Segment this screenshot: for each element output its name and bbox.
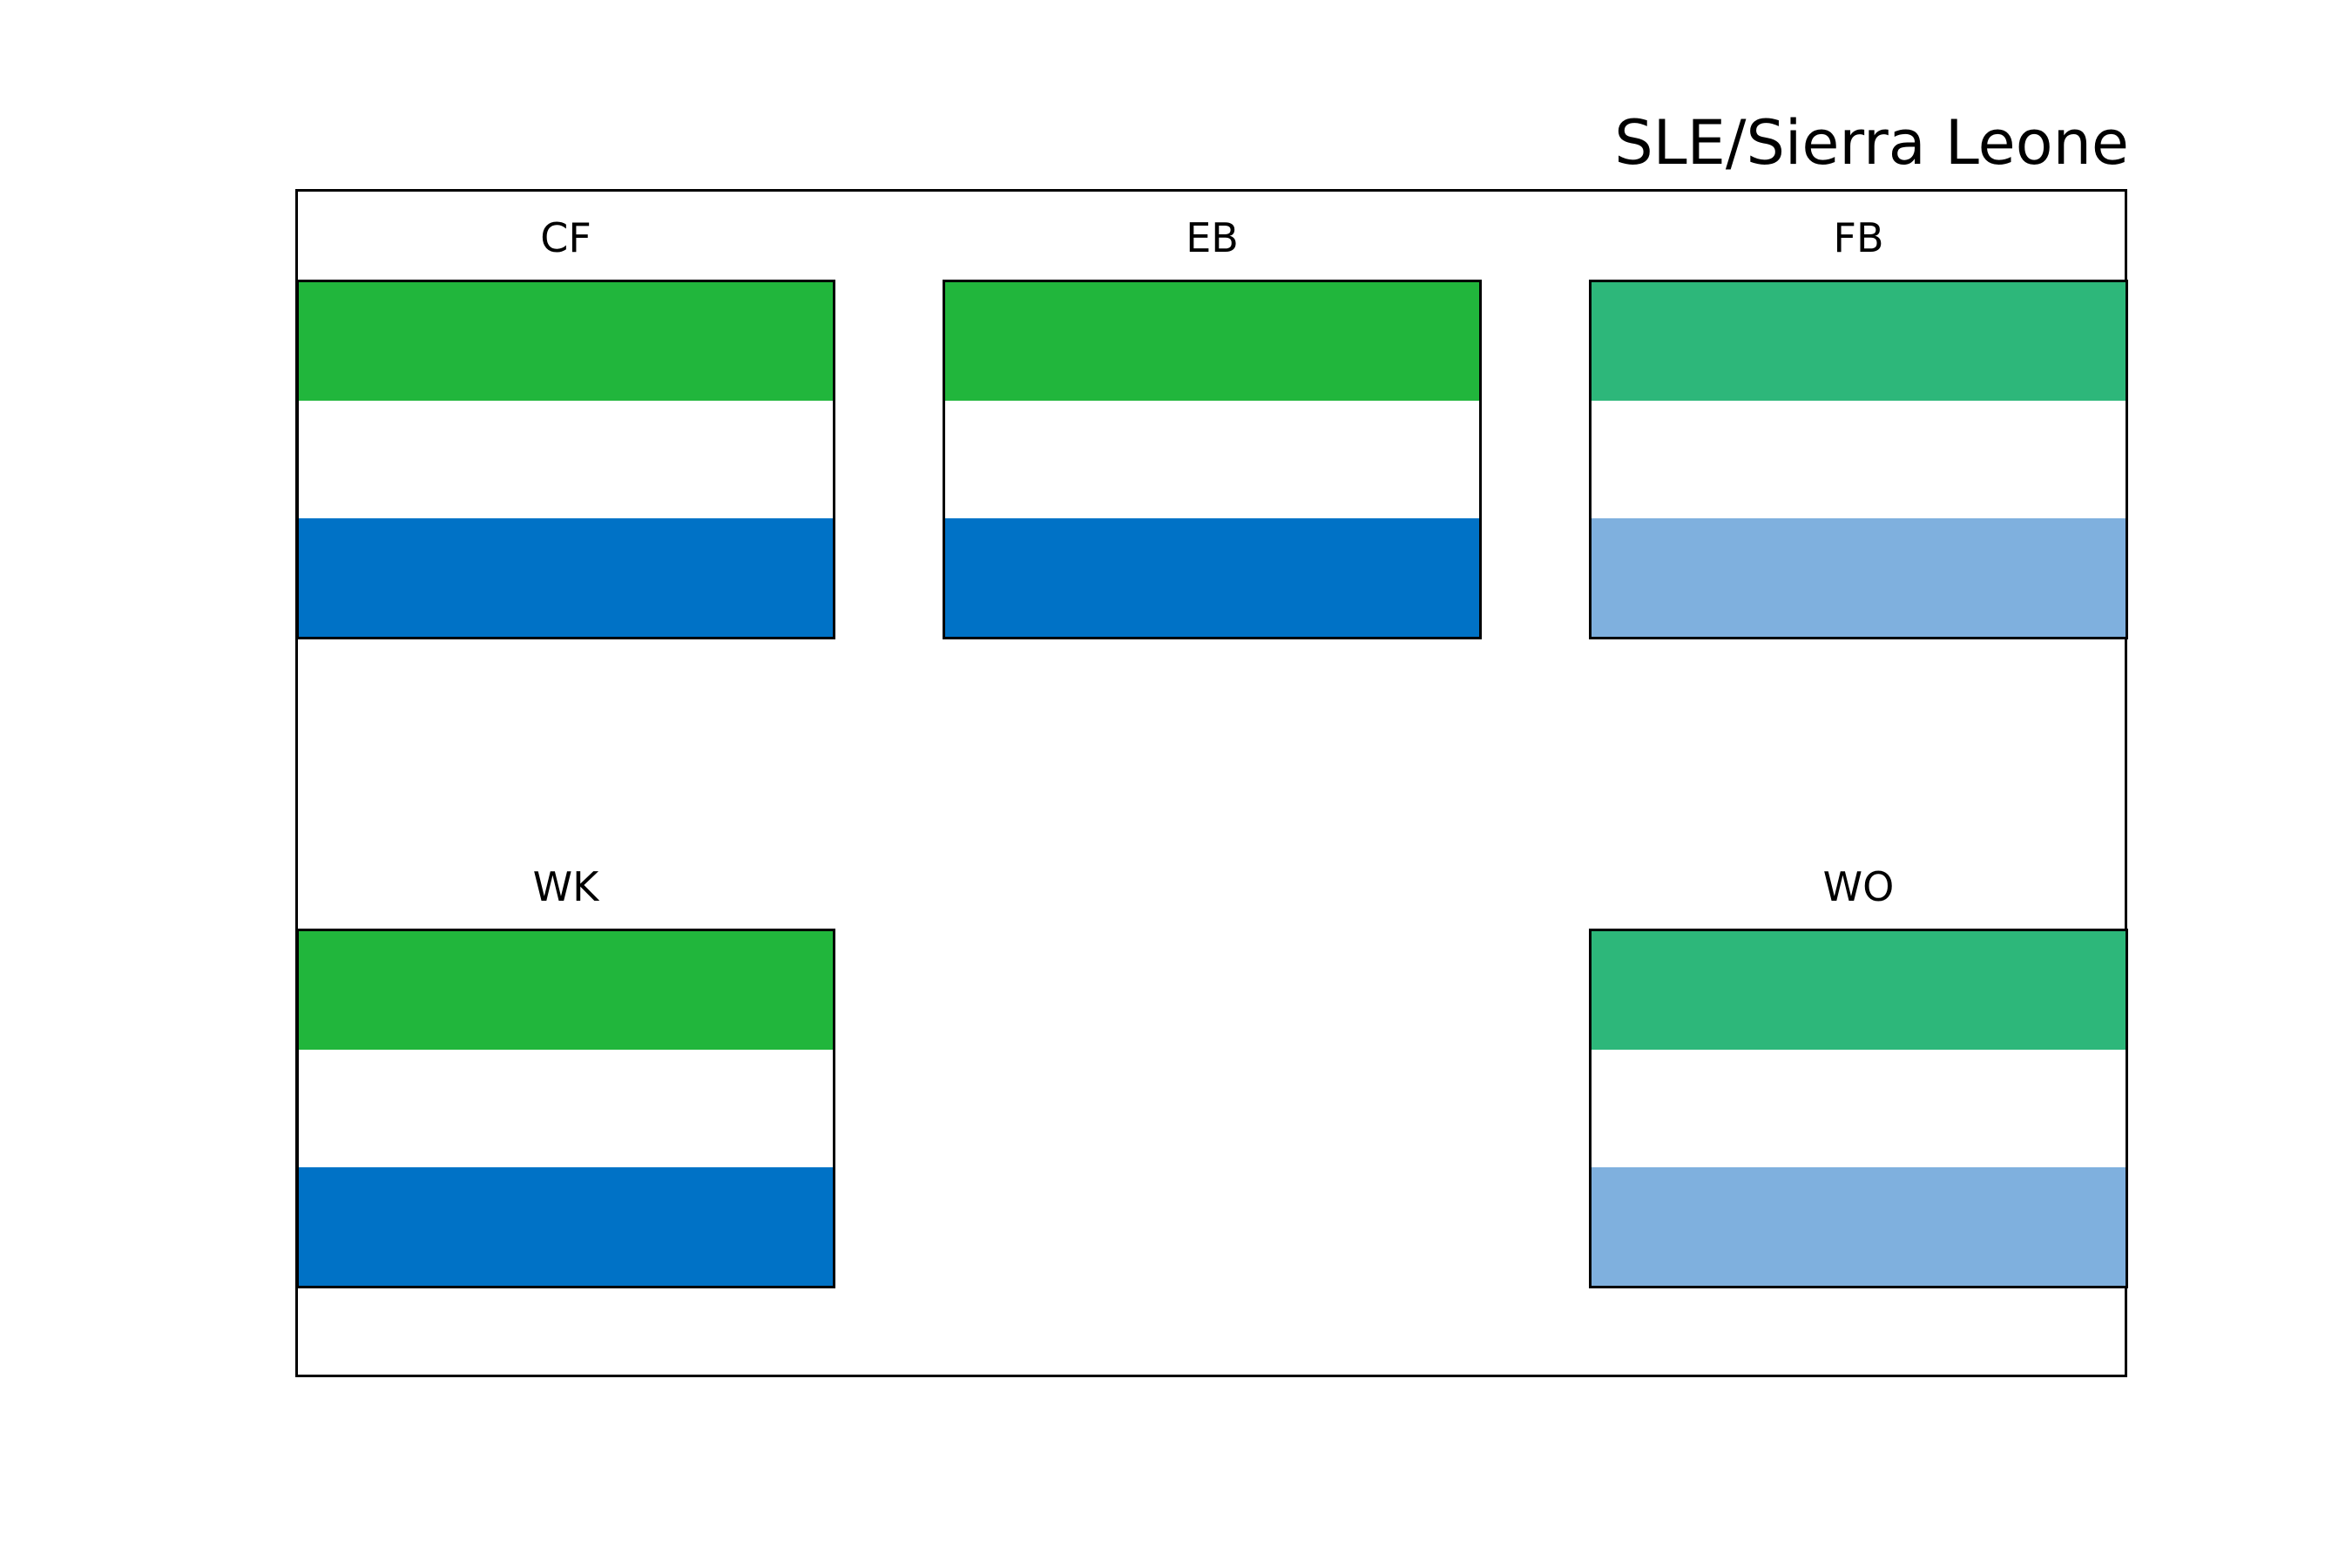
flag-cf (296, 280, 835, 639)
panel-label: EB (1186, 214, 1239, 261)
flag-band-middle (1592, 1049, 2126, 1168)
outer-frame (295, 189, 2127, 1377)
flag-eb (943, 280, 1482, 639)
flag-fb (1589, 280, 2128, 639)
flag-band-bottom (1592, 518, 2126, 637)
flag-band-middle (299, 1049, 833, 1168)
panel-wk: WK (296, 863, 835, 1288)
panel-eb: EB (943, 214, 1482, 639)
flag-band-top (1592, 931, 2126, 1050)
flag-band-bottom (299, 1167, 833, 1286)
flag-band-bottom (299, 518, 833, 637)
flag-band-middle (1592, 400, 2126, 519)
panel-fb: FB (1589, 214, 2128, 639)
panel-label: WK (532, 863, 599, 910)
flag-band-top (1592, 282, 2126, 401)
panel-wo: WO (1589, 863, 2128, 1288)
panel-label: FB (1833, 214, 1884, 261)
panel-label: WO (1822, 863, 1895, 910)
page-title: SLE/Sierra Leone (1614, 107, 2129, 179)
flag-band-top (945, 282, 1479, 401)
flag-band-middle (945, 400, 1479, 519)
flag-band-top (299, 931, 833, 1050)
flag-band-bottom (1592, 1167, 2126, 1286)
flag-band-bottom (945, 518, 1479, 637)
flag-band-top (299, 282, 833, 401)
flag-wo (1589, 929, 2128, 1288)
panel-label: CF (540, 214, 591, 261)
flag-band-middle (299, 400, 833, 519)
panel-cf: CF (296, 214, 835, 639)
flag-wk (296, 929, 835, 1288)
